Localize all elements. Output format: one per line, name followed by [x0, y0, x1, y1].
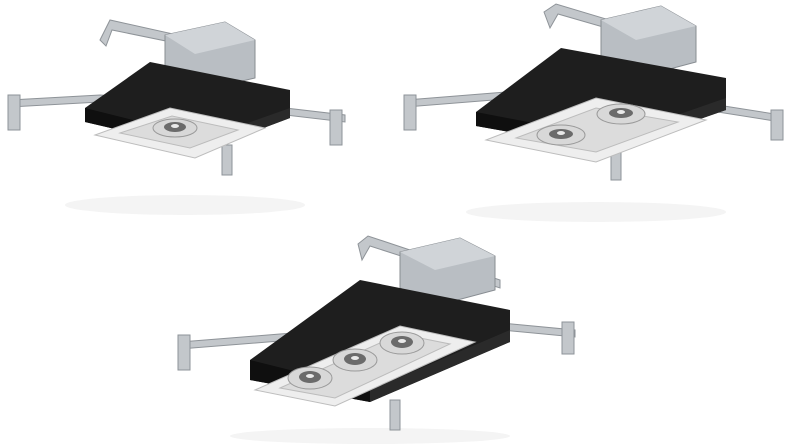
junction-box-top	[601, 6, 696, 40]
lamp-lens	[617, 110, 625, 114]
mounting-bracket-bottom	[389, 399, 401, 431]
fixture-single-lamp	[0, 0, 370, 220]
lamp-lens	[171, 124, 179, 128]
fixture-reflection	[466, 202, 726, 222]
mounting-bracket-right	[329, 109, 343, 146]
lamp-lens	[306, 374, 314, 378]
housing-front	[370, 330, 510, 402]
fixture-triple-lamp-drawing	[177, 235, 576, 444]
lamp-lens	[351, 356, 359, 360]
lamp-lens	[557, 131, 565, 135]
fixture-double-lamp-drawing	[403, 3, 784, 222]
lamp-lens	[398, 339, 406, 343]
fixture-double-lamp	[396, 0, 796, 230]
fixture-reflection	[230, 428, 510, 444]
mounting-bracket-left	[7, 94, 21, 131]
fixture-triple-lamp	[170, 230, 590, 446]
junction-box-top	[400, 238, 495, 270]
fixture-single-lamp-drawing	[7, 19, 346, 215]
mounting-bracket-left	[403, 94, 417, 131]
mounting-bracket-right	[561, 321, 575, 355]
mounting-bracket-right	[770, 109, 784, 141]
junction-box-top	[165, 22, 255, 54]
mounting-bracket-bottom	[221, 144, 233, 176]
fixture-reflection	[65, 195, 305, 215]
mounting-bracket-left	[177, 334, 191, 371]
